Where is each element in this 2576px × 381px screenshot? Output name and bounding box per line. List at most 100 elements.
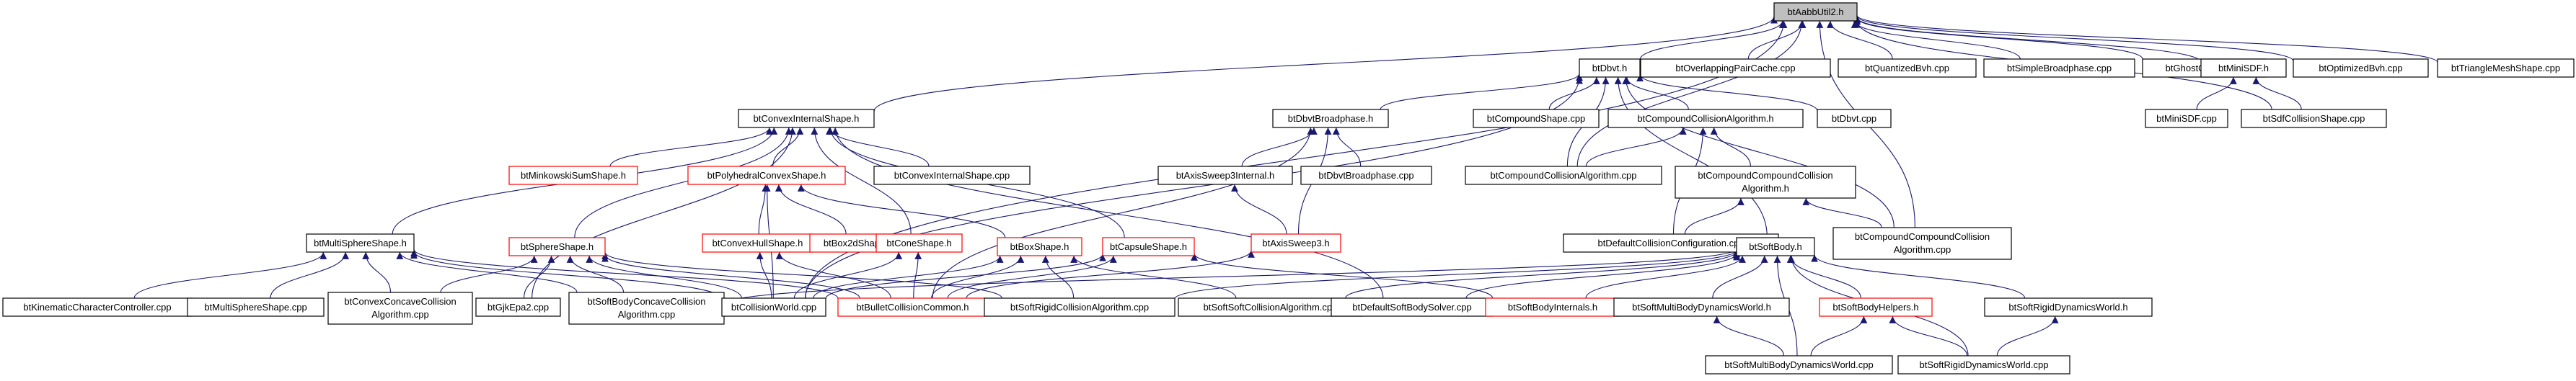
node-label: btCompoundCollisionAlgorithm.cpp (1490, 170, 1636, 181)
node-label: btPolyhedralConvexShape.h (707, 170, 826, 181)
node-kinchar[interactable]: btKinematicCharacterController.cpp (2, 297, 193, 317)
node-simplebp[interactable]: btSimpleBroadphase.cpp (1983, 58, 2135, 78)
edge-softconcave-to-multisphere_h (396, 251, 578, 293)
node-dbvt_cpp[interactable]: btDbvt.cpp (1817, 109, 1892, 128)
edge-gjkepa2-to-convexint_h (531, 127, 796, 299)
edge-softrigidalg-to-softbody_h (1174, 249, 1740, 300)
node-label: btDefaultSoftBodySolver.cpp (1352, 302, 1472, 313)
node-box (721, 297, 826, 317)
node-label: btSimpleBroadphase.cpp (2007, 63, 2112, 73)
node-box (1736, 237, 1815, 256)
node-axissweep3[interactable]: btAxisSweep3.h (1250, 233, 1341, 253)
edge-gjkepa2-to-sphere (523, 255, 555, 299)
node-label: btSoftRigidDynamicsWorld.cpp (1920, 359, 2049, 370)
edge-softsoftalg-to-boxshape (1070, 255, 1237, 299)
node-label-line1: btCompoundCompoundCollision (1698, 170, 1832, 181)
node-minisdf_h[interactable]: btMiniSDF.h (2200, 58, 2287, 78)
node-label: btCapsuleShape.h (1110, 241, 1187, 252)
edge-softrigidworld_h-to-softbody_h (1811, 254, 2026, 299)
node-quantbvh[interactable]: btQuantizedBvh.cpp (1838, 58, 1977, 78)
node-sphere[interactable]: btSphereShape.h (508, 237, 606, 256)
node-convexhull[interactable]: btConvexHullShape.h (702, 233, 813, 253)
node-sdfshape[interactable]: btSdfCollisionShape.cpp (2241, 109, 2387, 128)
node-softrigidalg[interactable]: btSoftRigidCollisionAlgorithm.cpp (984, 297, 1175, 317)
edge-compcolalg_cpp-to-root (1576, 20, 1806, 167)
node-dbvt_h[interactable]: btDbvt.h (1579, 58, 1641, 78)
node-root[interactable]: btAabbUtil2.h (1773, 2, 1858, 22)
node-softrigidworld_cpp[interactable]: btSoftRigidDynamicsWorld.cpp (1897, 355, 2070, 375)
node-box (1102, 237, 1195, 256)
edge-softmbworld_cpp-to-softhelpers (1810, 315, 1868, 357)
node-softmbworld_cpp[interactable]: btSoftMultiBodyDynamicsWorld.cpp (1705, 355, 1893, 375)
node-bulletcommon[interactable]: btBulletCollisionCommon.h (837, 297, 988, 317)
node-dbvtbp_cpp[interactable]: btDbvtBroadphase.cpp (1300, 166, 1432, 185)
node-cone[interactable]: btConeShape.h (875, 233, 963, 253)
edge-ghost-to-root (1853, 17, 2143, 60)
node-compshape[interactable]: btCompoundShape.cpp (1473, 109, 1600, 128)
node-label: btBoxShape.h (1010, 241, 1069, 252)
edge-sdfshape-to-minisdf_h (2252, 76, 2302, 110)
edge-softmbworld_h-to-softbody_h (1712, 255, 1768, 299)
node-compcolalg_cpp[interactable]: btCompoundCollisionAlgorithm.cpp (1465, 166, 1662, 185)
edge-softrigidalg-to-sphere (601, 251, 1002, 299)
node-label: btKinematicCharacterController.cpp (23, 302, 171, 313)
node-box (687, 166, 846, 185)
node-box (306, 233, 415, 253)
node-label: btMultiSphereShape.cpp (204, 302, 306, 313)
node-polyconvex[interactable]: btPolyhedralConvexShape.h (687, 166, 846, 185)
node-label-line2: Algorithm.cpp (371, 309, 428, 320)
node-minisdf_cpp[interactable]: btMiniSDF.cpp (2145, 109, 2228, 128)
node-label: btMiniSDF.cpp (2156, 113, 2217, 124)
edge-minisdf_cpp-to-minisdf_h (2196, 76, 2237, 110)
edge-softsoftalg-to-softbody_h (1345, 251, 1740, 299)
node-softinternals[interactable]: btSoftBodyInternals.h (1485, 297, 1620, 317)
node-minksum[interactable]: btMinkowskiSumShape.h (508, 166, 638, 185)
node-label: btCollisionWorld.cpp (731, 302, 816, 313)
edge-softrigidworld_cpp-to-softrigidworld_h (1996, 315, 2059, 357)
node-overlap[interactable]: btOverlappingPairCache.cpp (1640, 58, 1831, 78)
node-softmbworld_h[interactable]: btSoftMultiBodyDynamicsWorld.h (1613, 297, 1790, 317)
node-axissweep_int[interactable]: btAxisSweep3Internal.h (1157, 166, 1293, 185)
node-box (1465, 166, 1662, 185)
node-multisphere_h[interactable]: btMultiSphereShape.h (306, 233, 415, 253)
node-optbvh[interactable]: btOptimizedBvh.cpp (2293, 58, 2429, 78)
node-capsule[interactable]: btCapsuleShape.h (1102, 237, 1195, 256)
node-defsoftsolver[interactable]: btDefaultSoftBodySolver.cpp (1331, 297, 1494, 317)
node-box (475, 297, 561, 317)
node-softbody_h[interactable]: btSoftBody.h (1736, 237, 1815, 256)
node-boxshape[interactable]: btBoxShape.h (997, 237, 1082, 256)
node-label: btConvexInternalShape.h (754, 113, 860, 124)
node-convexint_h[interactable]: btConvexInternalShape.h (738, 109, 875, 128)
node-label: btBulletCollisionCommon.h (856, 302, 969, 313)
edge-convexint_h-to-root (873, 16, 1778, 112)
node-label: btMultiSphereShape.h (314, 238, 407, 248)
edge-cone-to-convexint_h (811, 127, 912, 235)
node-label: btDbvtBroadphase.cpp (1318, 170, 1413, 181)
node-box (187, 297, 325, 317)
node-box (1613, 297, 1790, 317)
node-gjkepa2[interactable]: btGjkEpa2.cpp (475, 297, 561, 317)
node-softrigidworld_h[interactable]: btSoftRigidDynamicsWorld.h (1984, 297, 2153, 317)
node-softhelpers[interactable]: btSoftBodyHelpers.h (1819, 297, 1933, 317)
node-box (2200, 58, 2287, 78)
node-label: btCompoundCollisionAlgorithm.h (1637, 113, 1773, 124)
node-trimesh[interactable]: btTriangleMeshShape.cpp (2437, 58, 2575, 78)
node-convexint_cpp[interactable]: btConvexInternalShape.cpp (873, 166, 1031, 185)
node-dbvtbp_h[interactable]: btDbvtBroadphase.h (1272, 109, 1389, 128)
node-multisphere_cpp[interactable]: btMultiSphereShape.cpp (187, 297, 325, 317)
node-label: btSoftRigidCollisionAlgorithm.cpp (1010, 302, 1149, 313)
edge-colworld-to-convexhull (756, 251, 772, 299)
node-label: btTriangleMeshShape.cpp (2451, 63, 2560, 73)
node-box (1675, 166, 1856, 199)
edge-defsoftsolver-to-convexint_h (832, 127, 1384, 299)
edge-colworld-to-multisphere_h (410, 251, 723, 300)
node-colworld[interactable]: btCollisionWorld.cpp (721, 297, 826, 317)
node-label: btSoftMultiBodyDynamicsWorld.h (1632, 302, 1771, 313)
node-compcolalg_h[interactable]: btCompoundCollisionAlgorithm.h (1607, 109, 1804, 128)
